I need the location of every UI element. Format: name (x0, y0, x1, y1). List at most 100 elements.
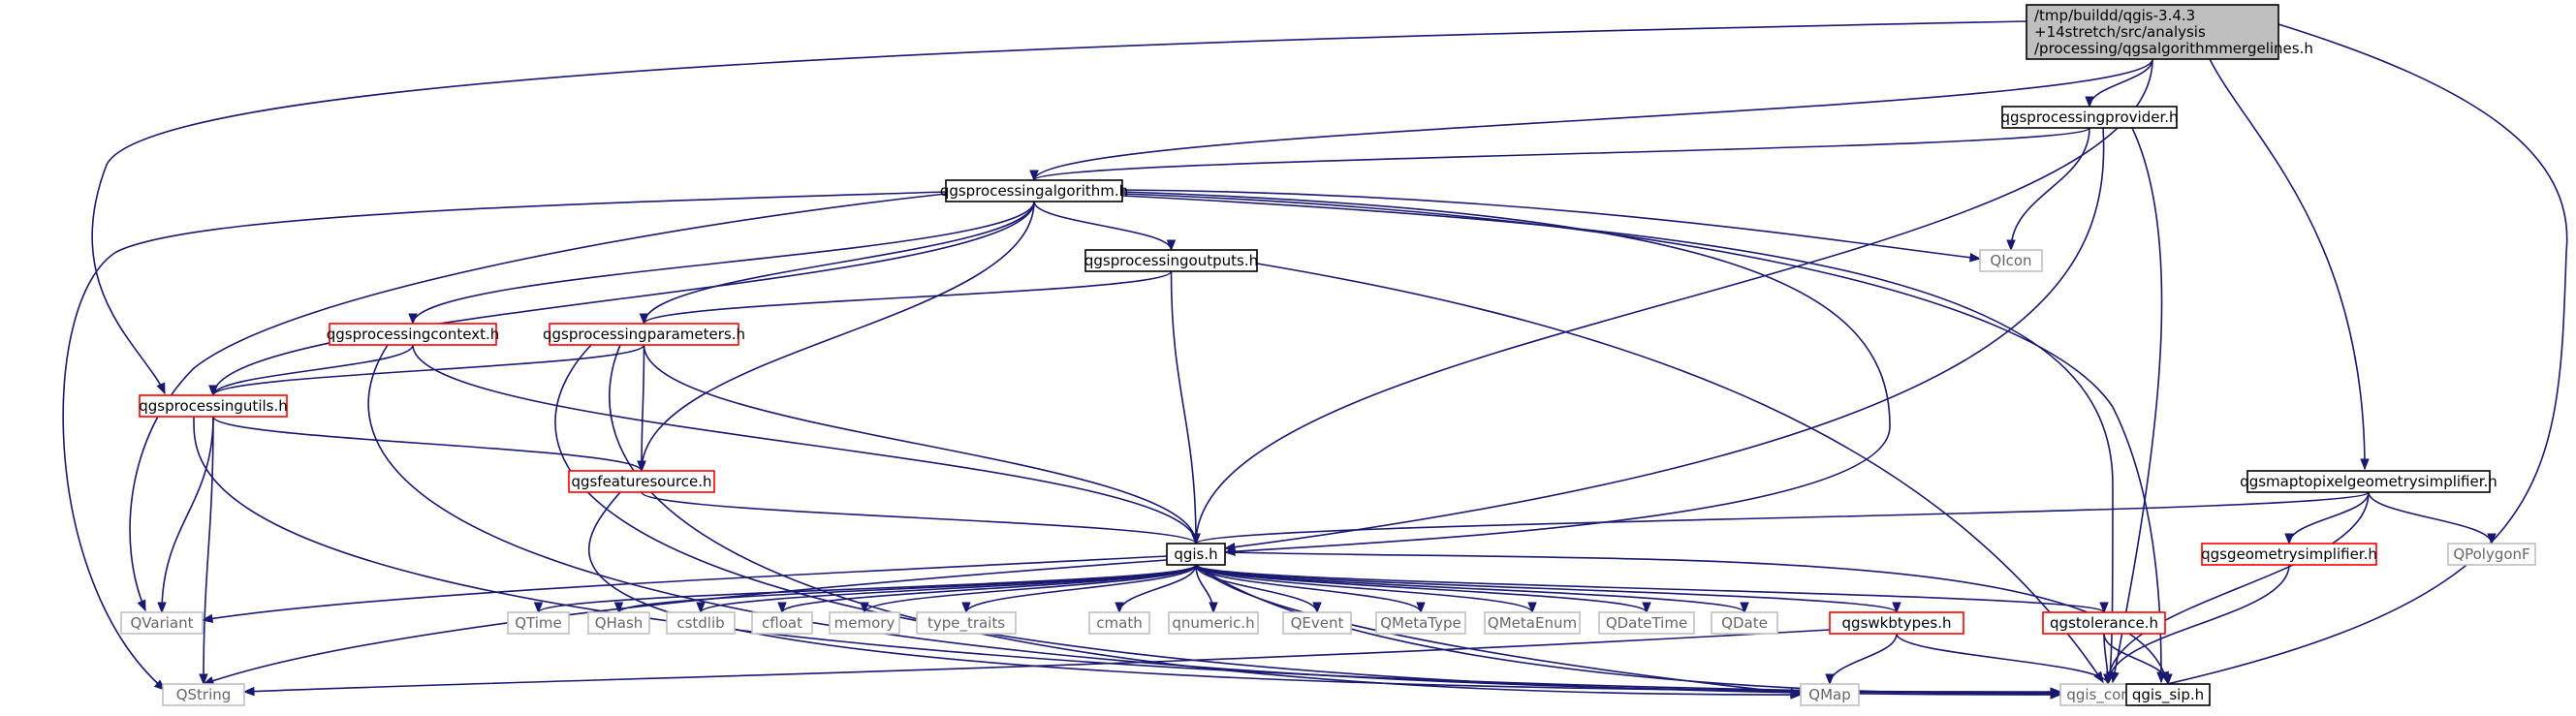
edge-root-to-utils (91, 20, 2027, 395)
edge-algorithm-to-qicon (1121, 189, 1982, 263)
node-geomsimplifier[interactable]: qgsgeometrysimplifier.h (2201, 543, 2377, 566)
edge-algorithm-to-context (408, 201, 1035, 326)
node-label: memory (834, 614, 895, 632)
edge-provider-to-qgis (1223, 127, 2105, 552)
node-box (1375, 611, 1466, 635)
node-label: QMetaEnum (1488, 614, 1577, 632)
node-parameters[interactable]: qgsprocessingparameters.h (543, 323, 745, 346)
node-label: QIcon (1990, 252, 2031, 269)
node-qpolygonf: QPolygonF (2447, 543, 2536, 566)
node-qdate: QDate (1711, 611, 1778, 635)
node-box (1598, 611, 1695, 635)
node-label: type_traits (927, 614, 1005, 633)
edge-maptopixel-to-geomsimplifier (2284, 491, 2370, 545)
node-label: qgstolerance.h (2050, 614, 2158, 632)
node-label: qgsprocessingutils.h (139, 397, 288, 415)
node-tolerance[interactable]: qgstolerance.h (2042, 611, 2166, 635)
edge-qgis-to-typetraits (961, 564, 1197, 614)
node-label: qgsprocessingparameters.h (543, 326, 745, 343)
node-qevent: QEvent (1282, 611, 1352, 635)
node-label: qgis.h (1174, 545, 1217, 563)
node-label: QPolygonF (2453, 545, 2529, 563)
edge-wkbtypes-to-qgiscore (1896, 633, 2113, 686)
edge-qgis-to-tolerance (1195, 564, 2109, 614)
node-qstring: QString (162, 683, 245, 706)
edge-outputs-to-parameters (639, 270, 1173, 326)
node-box (1282, 611, 1352, 635)
node-wkbtypes[interactable]: qgswkbtypes.h (1829, 611, 1964, 635)
edge-parameters-to-qgiscore (554, 344, 2062, 700)
edge-tolerance-to-qgissip (2103, 633, 2173, 686)
node-label: QHash (595, 614, 644, 632)
node-cmath: cmath (1088, 611, 1150, 635)
edge-root-to-maptopixel (2209, 58, 2370, 471)
edge-qgis-to-wkbtypes (1195, 564, 1901, 614)
edge-maptopixel-to-qpolygonf (2368, 491, 2497, 545)
edge-algorithm-to-qgis (1121, 191, 1891, 556)
edge-utils-to-qstring (199, 416, 214, 686)
node-maptopixel[interactable]: qgsmaptopixelgeometrysimplifier.h (2240, 470, 2497, 493)
node-memory: memory (829, 611, 900, 635)
node-box (1484, 611, 1581, 635)
edge-utils-to-qvariant (157, 416, 214, 614)
node-qtime: QTime (507, 611, 570, 635)
node-label: cmath (1096, 614, 1142, 632)
node-box (1829, 611, 1964, 635)
node-box (666, 611, 736, 635)
edge-algorithm-to-parameters (639, 201, 1035, 326)
node-label: qgsprocessingprovider.h (2000, 109, 2178, 126)
edge-qgis-to-memory (860, 564, 1197, 614)
edge-context-to-qgis (412, 344, 1201, 545)
edge-utils-to-qgiscore (193, 416, 2062, 699)
node-box (1168, 611, 1259, 635)
node-label: qgsfeaturesource.h (571, 473, 711, 490)
edge-qgis-to-cstdlib (696, 564, 1197, 614)
node-algorithm[interactable]: qgsprocessingalgorithm.h (940, 179, 1128, 202)
node-label: QDate (1721, 614, 1768, 632)
node-label: QVariant (130, 614, 193, 632)
edge-maptopixel-to-qgis (1191, 491, 2370, 545)
edge-featuresource-to-qgis (641, 491, 1201, 545)
node-provider[interactable]: qgsprocessingprovider.h (2000, 106, 2179, 129)
node-label: cstdlib (676, 614, 724, 632)
edge-tolerance-to-qgiscore (2103, 633, 2113, 686)
node-cstdlib: cstdlib (666, 611, 736, 635)
node-root: /tmp/buildd/qgis-3.4.3+14stretch/src/ana… (2026, 4, 2313, 60)
edge-qgis-to-qvariant (201, 555, 1168, 624)
edges-layer (62, 20, 2568, 700)
node-box (568, 470, 715, 493)
edge-qgis-to-qmetaenum (1195, 564, 1537, 614)
edge-qgis-to-cfloat (777, 564, 1197, 614)
node-qgis[interactable]: qgis.h (1166, 543, 1226, 566)
node-qgissip[interactable]: qgis_sip.h (2125, 683, 2211, 706)
node-qmap: QMap (1800, 683, 1860, 706)
node-label: qnumeric.h (1172, 614, 1254, 632)
node-qicon: QIcon (1979, 249, 2043, 272)
node-box (1084, 249, 1258, 272)
node-label: QDateTime (1606, 614, 1687, 632)
node-qdatetime: QDateTime (1598, 611, 1695, 635)
node-context[interactable]: qgsprocessingcontext.h (327, 323, 500, 346)
node-featuresource[interactable]: qgsfeaturesource.h (568, 470, 715, 493)
node-outputs[interactable]: qgsprocessingoutputs.h (1084, 249, 1258, 272)
node-label: qgswkbtypes.h (1842, 614, 1952, 632)
edge-outputs-to-qgis (1170, 270, 1201, 545)
edge-qgis-to-qdatetime (1195, 564, 1651, 614)
node-utils[interactable]: qgsprocessingutils.h (139, 394, 288, 418)
node-box (1800, 683, 1860, 706)
edge-qgis-to-qgiscore (1195, 564, 2062, 698)
node-box (1166, 543, 1226, 566)
node-box (2246, 470, 2491, 493)
edge-wkbtypes-to-qmap (1825, 633, 1898, 686)
node-box (329, 323, 497, 346)
edge-maptopixel-to-qgiscore (2103, 491, 2370, 686)
node-qvariant: QVariant (120, 611, 204, 635)
node-label: /tmp/buildd/qgis-3.4.3 (2034, 7, 2195, 24)
edge-algorithm-to-outputs (1033, 201, 1177, 252)
edge-root-to-provider (2085, 58, 2153, 109)
node-box (1088, 611, 1150, 635)
node-label: QTime (515, 614, 562, 632)
edge-provider-to-qicon (2006, 127, 2090, 252)
node-qmetaenum: QMetaEnum (1484, 611, 1581, 635)
